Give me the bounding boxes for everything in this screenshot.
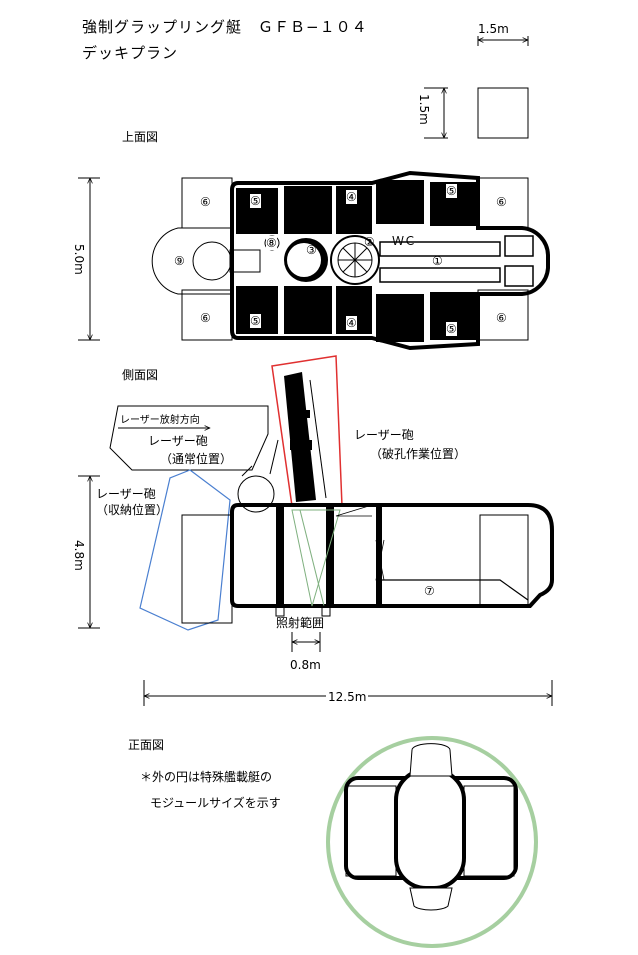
module-note-line1: ＊外の円は特殊艦載艇の — [140, 770, 273, 784]
top-view-label: 上面図 — [122, 130, 159, 144]
range-dim-label: 0.8m — [290, 658, 321, 672]
module-height-label: 1.5m — [417, 94, 431, 125]
irradiation-range-label: 照射範囲 — [276, 616, 325, 630]
emission-direction-label: レーザー放射方向 — [120, 415, 200, 426]
marker-6-ur: ⑥ — [496, 195, 507, 209]
top-view-drawing — [78, 170, 551, 351]
marker-6-lr: ⑥ — [496, 311, 507, 325]
side-height-dim: 4.8m — [72, 540, 86, 571]
diagram-title: 強制グラップリング艇 ＧＦＢ−１０４ — [82, 18, 368, 36]
module-width-label: 1.5m — [478, 22, 509, 36]
laser-breach-pos: （破孔作業位置） — [370, 447, 467, 461]
front-view-drawing — [326, 736, 538, 948]
module-note-line2: モジュールサイズを示す — [150, 796, 281, 810]
marker-5-d: ⑤ — [446, 322, 457, 336]
marker-9: ⑨ — [174, 254, 185, 268]
laser-stowed-label: レーザー砲 — [96, 487, 156, 501]
laser-breach-label: レーザー砲 — [354, 428, 414, 442]
diagram-subtitle: デッキプラン — [82, 44, 179, 62]
module-scale-square — [424, 36, 528, 138]
marker-5-a: ⑤ — [250, 194, 261, 208]
marker-8: ⑧ — [266, 236, 277, 250]
front-view-label: 正面図 — [128, 738, 165, 752]
marker-6-ul: ⑥ — [200, 195, 211, 209]
marker-4-lower: ④ — [346, 316, 357, 330]
marker-5-c: ⑤ — [446, 184, 457, 198]
laser-normal-pos: （通常位置） — [160, 452, 233, 466]
marker-7: ⑦ — [424, 584, 435, 598]
laser-stowed-pos: （収納位置） — [96, 503, 169, 517]
marker-1: ① — [432, 254, 443, 268]
length-dim-label: 12.5m — [326, 690, 369, 704]
side-view-label: 側面図 — [122, 368, 159, 382]
side-view-drawing — [78, 355, 554, 706]
marker-6-ll: ⑥ — [200, 311, 211, 325]
wc-label: ＷＣ — [392, 234, 417, 248]
marker-3: ③ — [306, 243, 317, 257]
marker-2: ② — [364, 235, 375, 249]
marker-4-upper: ④ — [346, 190, 357, 204]
top-height-dim: 5.0m — [72, 244, 86, 275]
marker-5-b: ⑤ — [250, 314, 261, 328]
laser-normal-label: レーザー砲 — [148, 434, 208, 448]
